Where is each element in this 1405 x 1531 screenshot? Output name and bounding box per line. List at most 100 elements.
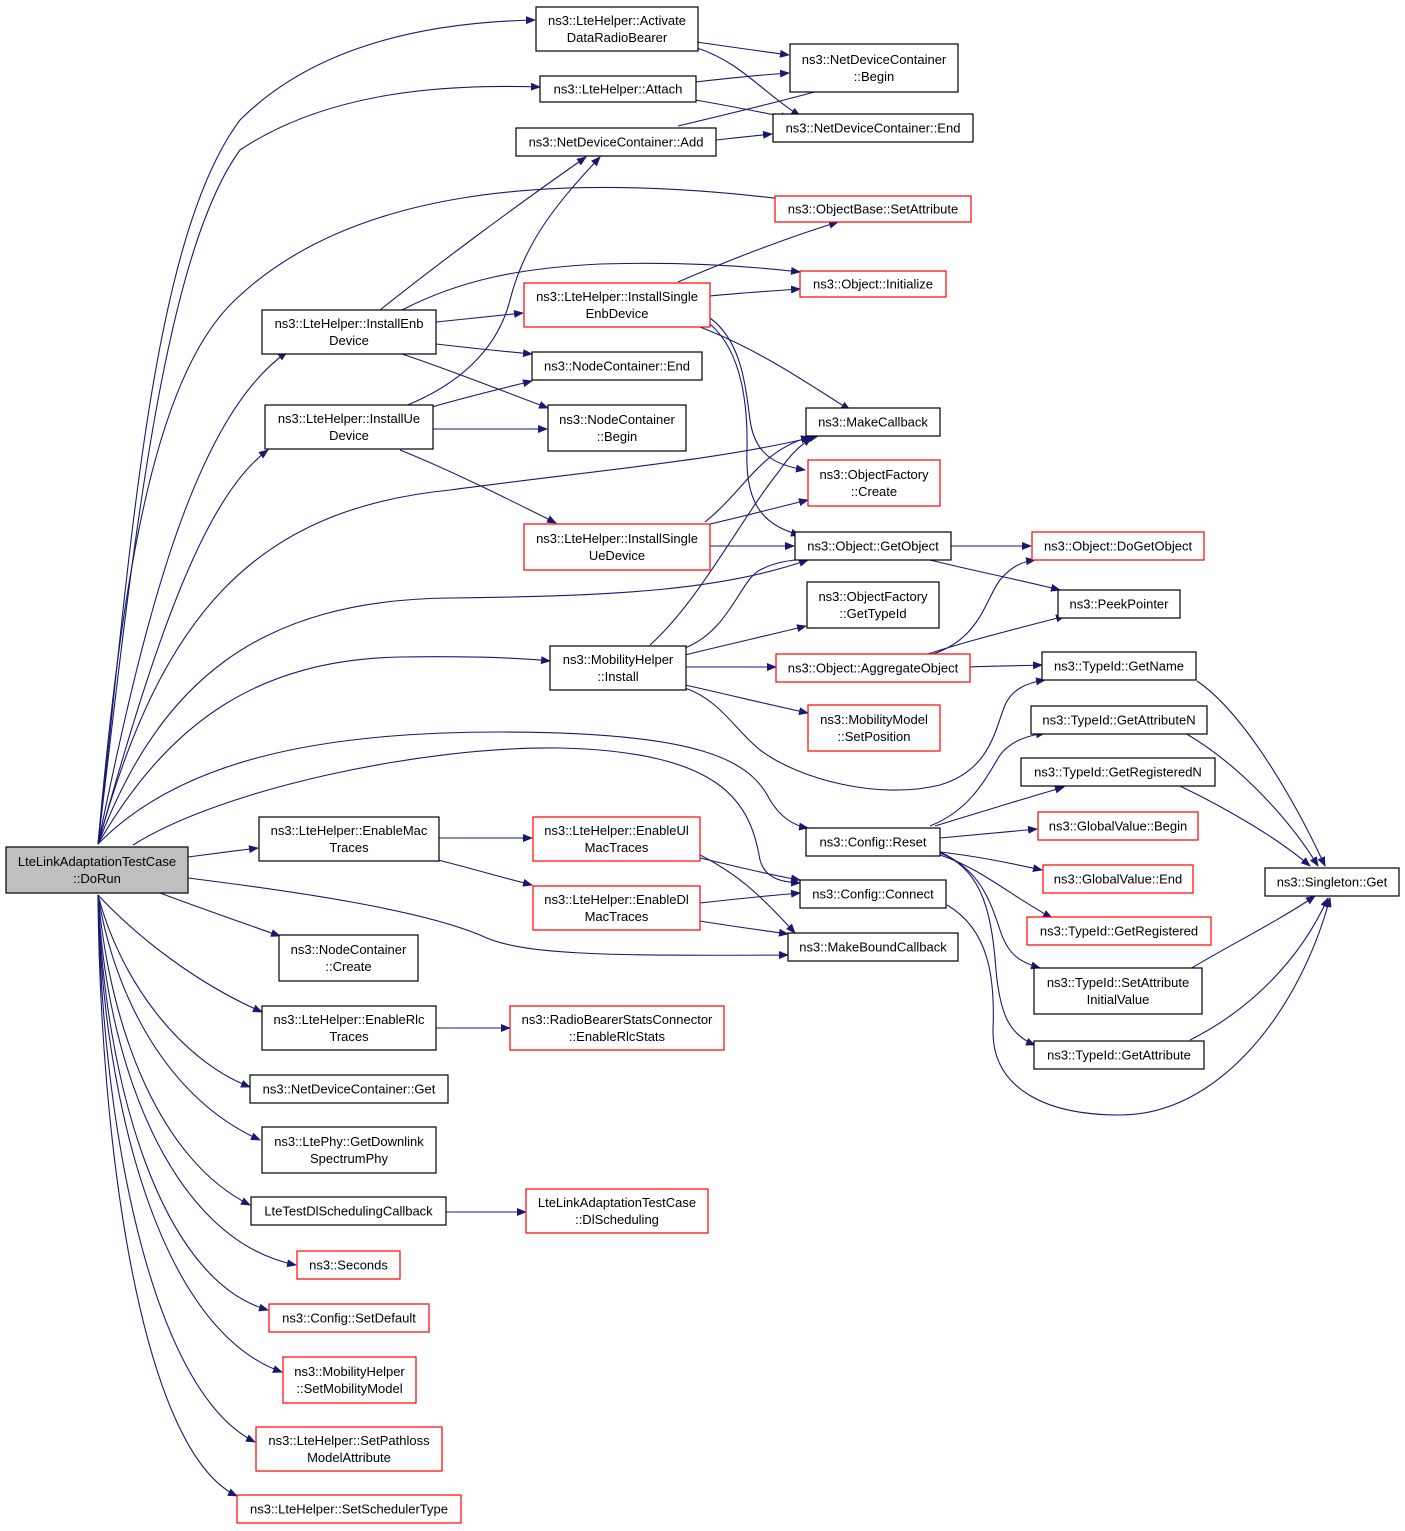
node-seconds[interactable]: ns3::Seconds	[296, 1250, 401, 1280]
node-dl-sched[interactable]: LteLinkAdaptationTestCase::DlScheduling	[525, 1188, 709, 1234]
edge-root-seconds	[97, 894, 297, 1268]
node-nc-begin[interactable]: ns3::NodeContainer::Begin	[547, 404, 687, 452]
node-label: MacTraces	[585, 909, 649, 924]
edge-instsingleenb-getobject	[709, 323, 801, 537]
node-label: DataRadioBearer	[567, 30, 668, 45]
node-getobject[interactable]: ns3::Object::GetObject	[794, 531, 952, 561]
node-setpathloss[interactable]: ns3::LteHelper::SetPathlossModelAttribut…	[255, 1426, 443, 1472]
node-box	[532, 885, 701, 931]
node-label: Traces	[329, 840, 369, 855]
node-label: ::SetMobilityModel	[296, 1381, 402, 1396]
edge-instsingleenb-setattr	[677, 220, 839, 283]
node-label: Device	[329, 428, 369, 443]
node-label: ns3::LteHelper::EnableDl	[544, 892, 689, 907]
node-singleton[interactable]: ns3::Singleton::Get	[1264, 867, 1400, 897]
edge-instsingleenb-makecb	[699, 326, 851, 411]
node-box	[789, 43, 959, 93]
node-tid-getattr[interactable]: ns3::TypeId::GetAttribute	[1033, 1040, 1205, 1070]
node-label: ns3::ObjectBase::SetAttribute	[788, 202, 959, 217]
edge-root-setpathloss	[97, 894, 256, 1443]
node-box	[794, 531, 952, 561]
node-label: ns3::LteHelper::InstallEnb	[275, 316, 424, 331]
node-tid-getname[interactable]: ns3::TypeId::GetName	[1041, 651, 1197, 681]
node-label: Device	[329, 333, 369, 348]
node-mob-install[interactable]: ns3::MobilityHelper::Install	[549, 645, 687, 691]
node-label: ::Install	[597, 669, 638, 684]
edge-root-instue	[97, 449, 269, 845]
node-gv-end[interactable]: ns3::GlobalValue::End	[1042, 864, 1194, 894]
node-obj-init[interactable]: ns3::Object::Initialize	[799, 270, 947, 298]
node-tid-getreg[interactable]: ns3::TypeId::GetRegistered	[1026, 916, 1212, 946]
node-box	[249, 1074, 449, 1104]
edge-attach-ndcbegin	[694, 69, 790, 83]
node-root[interactable]: LteLinkAdaptationTestCase::DoRun	[5, 846, 189, 894]
node-setdefault[interactable]: ns3::Config::SetDefault	[268, 1303, 430, 1333]
node-setsched[interactable]: ns3::LteHelper::SetSchedulerType	[236, 1494, 462, 1524]
edge-cfgreset-gvbegin	[939, 825, 1038, 839]
node-label: ns3::LteHelper::InstallSingle	[536, 531, 698, 546]
edge-tidgetattrn-singleton	[1184, 732, 1319, 867]
edge-mobinstall-ofgettypeid	[684, 624, 807, 656]
node-box	[807, 459, 941, 507]
node-box	[264, 404, 434, 450]
node-ndc-add[interactable]: ns3::NetDeviceContainer::Add	[515, 127, 717, 157]
node-ndc-end[interactable]: ns3::NetDeviceContainer::End	[772, 113, 974, 143]
node-setattr[interactable]: ns3::ObjectBase::SetAttribute	[774, 195, 972, 223]
node-of-gettypeid[interactable]: ns3::ObjectFactory::GetTypeId	[806, 581, 940, 629]
node-dogetobject[interactable]: ns3::Object::DoGetObject	[1031, 531, 1205, 561]
edge-root-enablerlc	[97, 894, 263, 1013]
node-label: ns3::NetDeviceContainer::Add	[529, 135, 704, 150]
node-label: ns3::LteHelper::SetPathloss	[268, 1433, 430, 1448]
node-rbsc[interactable]: ns3::RadioBearerStatsConnector::EnableRl…	[509, 1005, 725, 1051]
node-tid-getattrn[interactable]: ns3::TypeId::GetAttributeN	[1030, 705, 1208, 735]
node-label: ns3::LteHelper::InstallSingle	[536, 289, 698, 304]
node-setmobmodel[interactable]: ns3::MobilityHelper::SetMobilityModel	[282, 1356, 417, 1404]
node-ndc-begin[interactable]: ns3::NetDeviceContainer::Begin	[789, 43, 959, 93]
node-peekptr[interactable]: ns3::PeekPointer	[1057, 589, 1181, 619]
node-tid-getregn[interactable]: ns3::TypeId::GetRegisteredN	[1020, 757, 1216, 787]
node-cfg-connect[interactable]: ns3::Config::Connect	[799, 879, 947, 909]
node-aggregate[interactable]: ns3::Object::AggregateObject	[775, 653, 971, 683]
edge-tidgetname-singleton	[1196, 680, 1326, 867]
node-mkbound[interactable]: ns3::MakeBoundCallback	[787, 932, 959, 962]
node-nc-create[interactable]: ns3::NodeContainer::Create	[278, 934, 419, 982]
edge-enablemac-enabledl	[437, 859, 533, 887]
node-of-create[interactable]: ns3::ObjectFactory::Create	[807, 459, 941, 507]
edge-enabledl-mkbound	[699, 920, 789, 937]
edge-instue-instsingleue	[399, 449, 557, 524]
node-nc-end[interactable]: ns3::NodeContainer::End	[531, 351, 703, 381]
edge-cfgreset-tidgetattr	[939, 852, 1036, 1046]
node-box	[250, 1196, 447, 1226]
node-ltetest-cb[interactable]: LteTestDlSchedulingCallback	[250, 1196, 447, 1226]
node-cfg-reset[interactable]: ns3::Config::Reset	[805, 827, 941, 857]
node-mm-setpos[interactable]: ns3::MobilityModel::SetPosition	[807, 704, 941, 752]
edge-instue-ncend	[431, 379, 533, 408]
edge-root-setsched	[97, 894, 238, 1497]
node-label: MacTraces	[585, 840, 649, 855]
node-box	[261, 1005, 437, 1051]
node-attach[interactable]: ns3::LteHelper::Attach	[539, 75, 697, 103]
node-box	[1020, 757, 1216, 787]
node-box	[549, 645, 687, 691]
node-label: ns3::GlobalValue::Begin	[1049, 819, 1188, 834]
node-makecb[interactable]: ns3::MakeCallback	[805, 407, 941, 437]
node-box	[1264, 867, 1400, 897]
node-label: ::EnableRlcStats	[569, 1029, 666, 1044]
node-gv-begin[interactable]: ns3::GlobalValue::Begin	[1037, 811, 1199, 841]
node-ndc-get[interactable]: ns3::NetDeviceContainer::Get	[249, 1074, 449, 1104]
node-box	[787, 932, 959, 962]
node-label: ns3::NodeContainer	[559, 412, 675, 427]
node-label: ns3::TypeId::GetAttribute	[1047, 1048, 1191, 1063]
node-label: ::DoRun	[73, 871, 121, 886]
